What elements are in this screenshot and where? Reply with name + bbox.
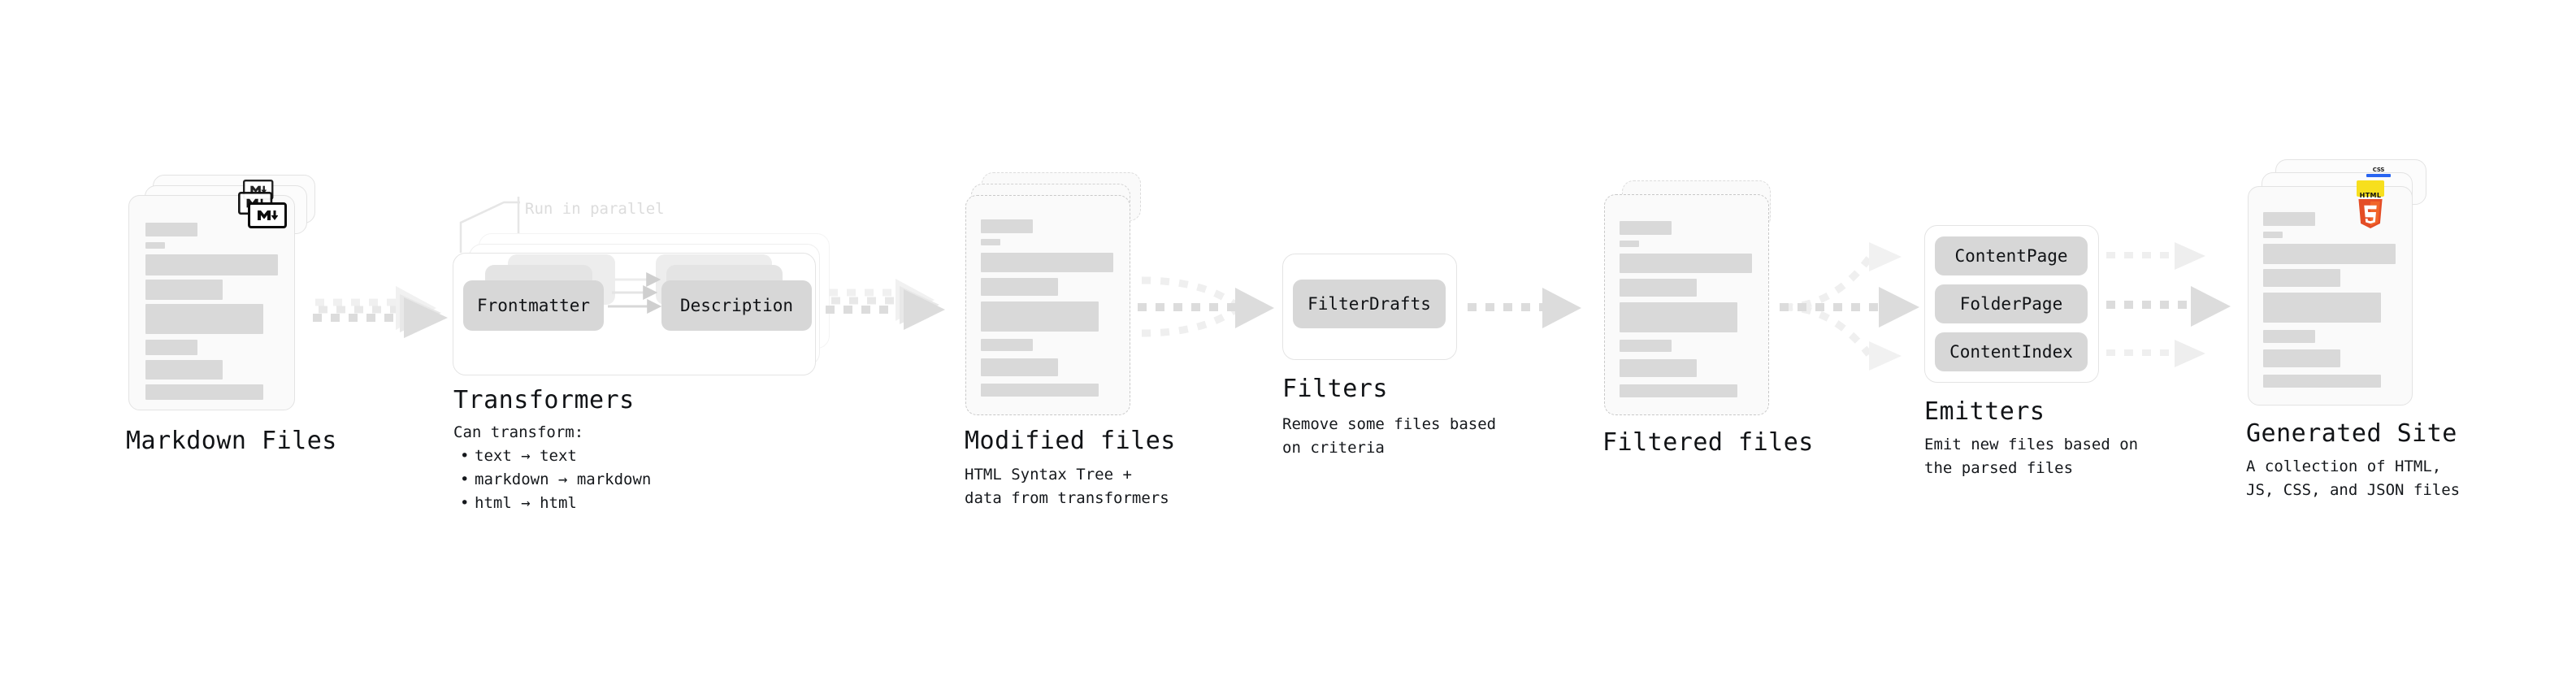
connector-filters-to-filtered-files xyxy=(1468,288,1581,328)
connector-emitters-to-generated-site xyxy=(2106,242,2231,367)
css3-icon: CSS xyxy=(2366,167,2391,180)
transformers-bullet-item: markdown → markdown xyxy=(460,468,651,492)
transformer-chip-description[interactable]: Description xyxy=(661,280,812,331)
emitter-chip-contentindex[interactable]: ContentIndex xyxy=(1935,332,2088,371)
connector-transformers-to-modified-files xyxy=(826,279,945,330)
emitter-chip-folderpage[interactable]: FolderPage xyxy=(1935,284,2088,323)
connector-filtered-files-to-emitters xyxy=(1780,242,1919,371)
html5-icon: HTML xyxy=(2355,192,2386,229)
connector-modified-files-to-filters xyxy=(1138,276,1274,337)
filter-chip-filterdrafts[interactable]: FilterDrafts xyxy=(1293,280,1446,328)
filters-subtitle: Remove some files based on criteria xyxy=(1282,415,1497,457)
emitter-chip-contentpage[interactable]: ContentPage xyxy=(1935,236,2088,275)
transformers-bullet-item: html → html xyxy=(460,492,651,515)
connector-markdown-to-transformers xyxy=(313,286,448,338)
stage-title-filtered-files: Filtered files xyxy=(1602,428,1814,457)
stage-title-emitters: Emitters xyxy=(1924,397,2045,426)
transformers-bullet-list: text → text markdown → markdown html → h… xyxy=(460,445,651,515)
javascript-icon xyxy=(2357,180,2384,197)
stage-title-generated-site: Generated Site xyxy=(2246,419,2457,448)
modified-files-subtitle: HTML Syntax Tree + data from transformer… xyxy=(965,466,1169,507)
emitters-subtitle: Emit new files based on the parsed files xyxy=(1924,436,2139,477)
markdown-icon xyxy=(248,202,287,228)
stage-title-transformers: Transformers xyxy=(453,386,635,414)
transformers-subtitle-head: Can transform: xyxy=(453,423,584,441)
stage-title-filters: Filters xyxy=(1282,375,1388,403)
transformers-bullet-item: text → text xyxy=(460,445,651,468)
parallel-annotation-label: Run in parallel xyxy=(525,200,665,218)
stage-title-modified-files: Modified files xyxy=(965,427,1176,455)
transformer-chip-frontmatter[interactable]: Frontmatter xyxy=(463,280,604,331)
stage-title-markdown-files: Markdown Files xyxy=(126,427,337,455)
generated-site-subtitle: A collection of HTML, JS, CSS, and JSON … xyxy=(2246,458,2461,499)
